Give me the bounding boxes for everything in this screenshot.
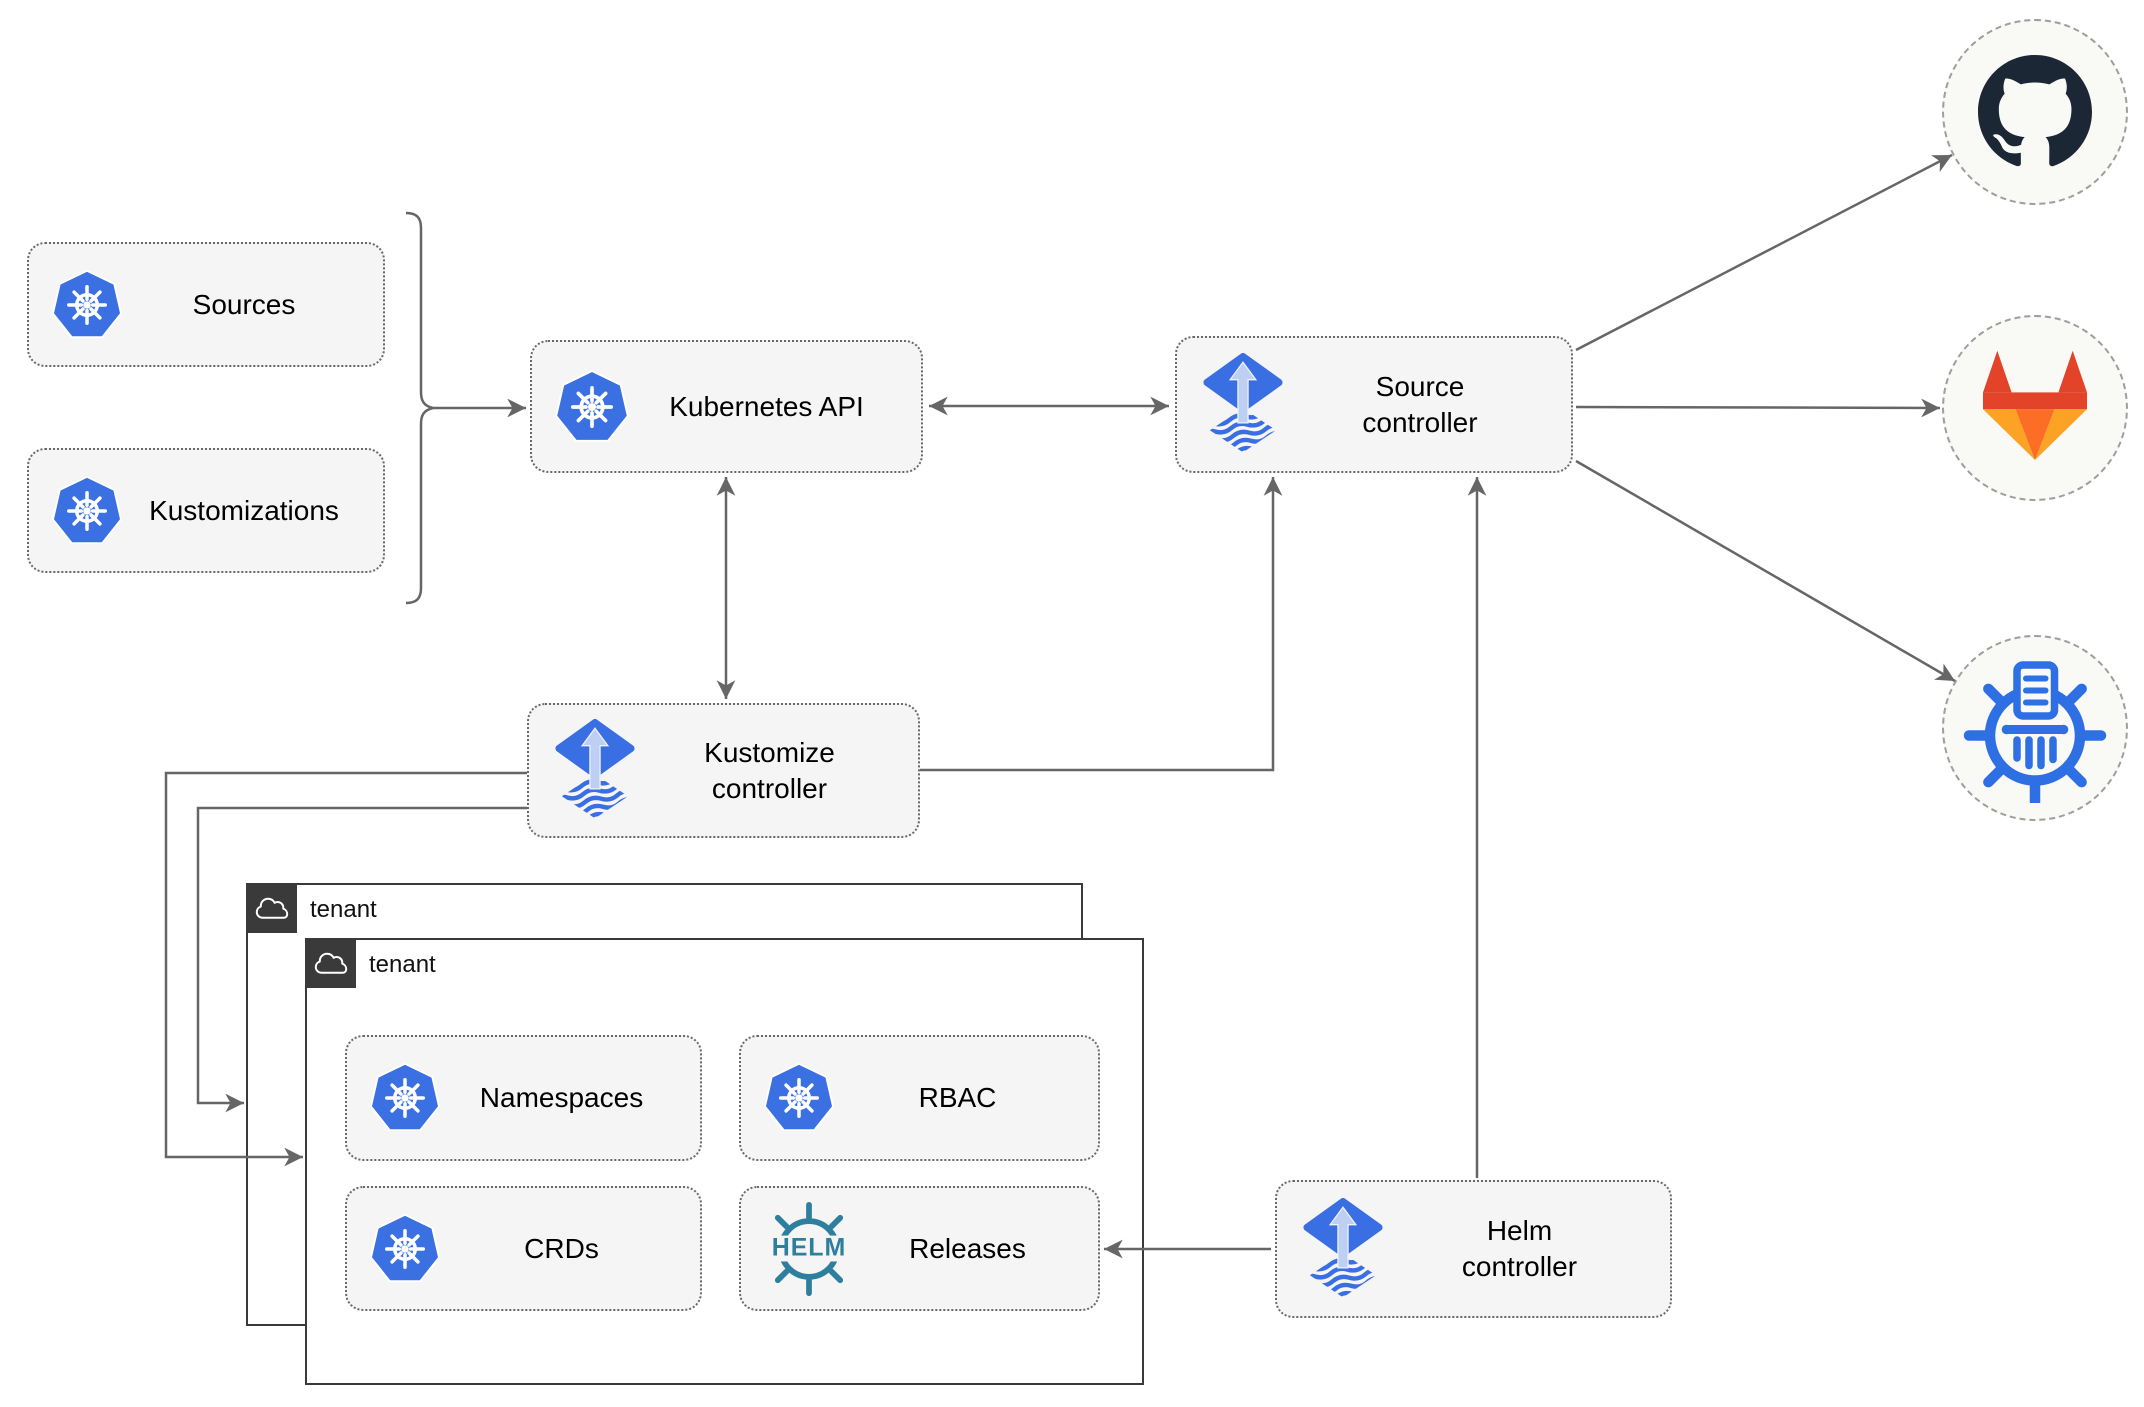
gitlab-circle bbox=[1942, 315, 2128, 501]
node-kustomize-controller: Kustomize controller bbox=[527, 703, 920, 838]
arrow-kustomize-to-source bbox=[920, 477, 1283, 772]
kubernetes-icon bbox=[49, 473, 125, 549]
arrow-source-to-gitlab bbox=[1575, 398, 1941, 418]
node-kubernetes-api: Kubernetes API bbox=[530, 340, 923, 473]
helm-chart-registry-circle bbox=[1942, 635, 2128, 821]
cloud-icon bbox=[314, 951, 348, 976]
kubernetes-icon bbox=[367, 1211, 443, 1287]
node-label: Namespaces bbox=[479, 1082, 644, 1113]
cloud-icon bbox=[255, 896, 289, 921]
helm-icon: HELM bbox=[761, 1201, 857, 1296]
node-crds: CRDs bbox=[345, 1186, 702, 1311]
gitlab-icon bbox=[1970, 349, 2100, 467]
node-releases: HELM Releases bbox=[739, 1186, 1100, 1311]
kubernetes-icon bbox=[552, 367, 632, 447]
node-label: Kustomizations bbox=[149, 494, 339, 526]
node-label: Helm controller bbox=[1461, 1215, 1578, 1282]
helm-wordmark: HELM bbox=[772, 1233, 847, 1261]
cloud-tab bbox=[305, 938, 356, 988]
kubernetes-icon bbox=[49, 267, 125, 343]
node-helm-controller: Helm controller bbox=[1275, 1180, 1672, 1318]
flux-icon bbox=[1197, 353, 1289, 456]
node-source-controller: Source controller bbox=[1175, 336, 1573, 473]
node-namespaces: Namespaces bbox=[345, 1035, 702, 1161]
flux-icon bbox=[549, 719, 641, 822]
node-label: Source controller bbox=[1362, 370, 1478, 438]
flux-icon bbox=[1297, 1198, 1389, 1301]
node-label: CRDs bbox=[524, 1232, 599, 1264]
tenant-label: tenant bbox=[310, 896, 377, 923]
node-label: Releases bbox=[909, 1232, 1026, 1264]
node-rbac: RBAC bbox=[739, 1035, 1100, 1161]
cloud-tab bbox=[246, 883, 297, 933]
github-circle bbox=[1942, 19, 2128, 205]
node-kustomizations: Kustomizations bbox=[27, 448, 385, 573]
arrow-source-to-github bbox=[1575, 153, 1953, 352]
node-label: RBAC bbox=[918, 1082, 997, 1113]
kubernetes-icon bbox=[761, 1060, 837, 1136]
arrow-source-to-registry bbox=[1575, 459, 1956, 683]
tenant-group-front: tenant bbox=[305, 938, 1144, 1385]
helm-chart-registry-icon bbox=[1960, 653, 2110, 803]
node-label: Kustomize controller bbox=[704, 736, 835, 804]
node-sources: Sources bbox=[27, 242, 385, 367]
tenant-label: tenant bbox=[369, 951, 436, 978]
node-label: Kubernetes API bbox=[669, 390, 864, 422]
node-label: Sources bbox=[192, 288, 296, 320]
github-icon bbox=[1978, 55, 2092, 169]
kubernetes-icon bbox=[367, 1060, 443, 1136]
group-brace bbox=[405, 211, 434, 605]
